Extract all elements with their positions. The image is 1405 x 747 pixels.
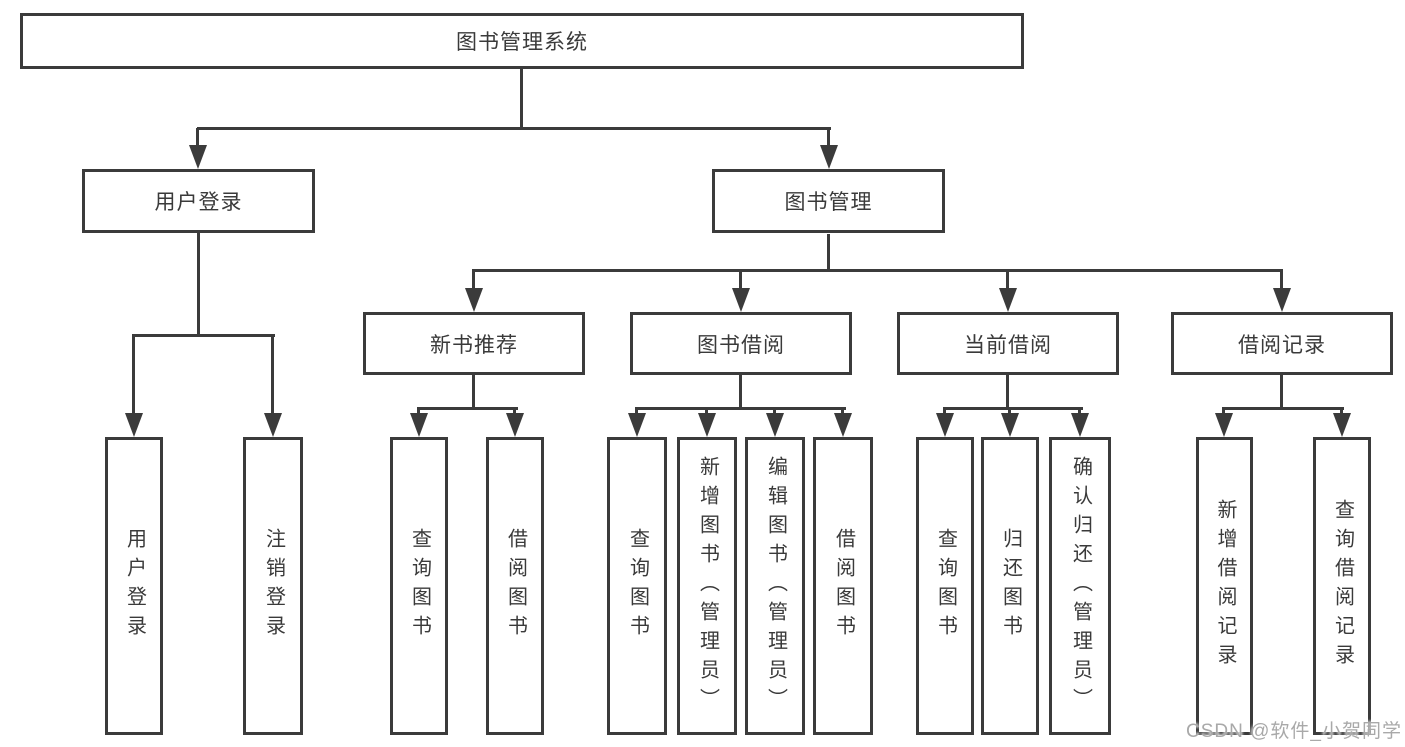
edge-leaf-drop: [841, 408, 844, 416]
edge-user-login-stem: [197, 233, 200, 336]
edge-currentborrow-stem: [1006, 375, 1009, 408]
edge-borrowrecord-stem: [1280, 375, 1283, 408]
leaf-edit-book-admin: 编辑图书（管理员）: [745, 437, 805, 735]
arrow-down-icon: [698, 413, 716, 437]
arrow-down-icon: [1071, 413, 1089, 437]
arrow-down-icon: [264, 413, 282, 437]
leaf-label: 确认归还（管理员）: [1069, 455, 1092, 717]
edge-leaf-drop: [1008, 408, 1011, 416]
edge-bookborrow-drop: [739, 270, 742, 290]
leaf-label: 查询借阅记录: [1331, 499, 1354, 673]
edge-bookborrow-stem: [739, 375, 742, 408]
leaf-label: 查询图书: [408, 528, 431, 644]
edge-leaf-logout-drop: [271, 335, 274, 415]
leaf-add-borrow-record: 新增借阅记录: [1196, 437, 1253, 735]
edge-book-mgmt-drop: [827, 128, 830, 147]
arrow-down-icon: [834, 413, 852, 437]
leaf-add-book-admin: 新增图书（管理员）: [677, 437, 737, 735]
edge-book-mgmt-stem: [827, 234, 830, 271]
node-book-management: 图书管理: [712, 169, 945, 233]
leaf-label: 归还图书: [999, 528, 1022, 644]
watermark: CSDN @软件_小贺同学: [1186, 721, 1402, 742]
edge-newbook-drop: [472, 270, 475, 290]
edge-currentborrow-drop: [1006, 270, 1009, 290]
node-borrow-records: 借阅记录: [1171, 312, 1393, 375]
edge-leaf-drop: [705, 408, 708, 416]
leaf-label: 借阅图书: [504, 528, 527, 644]
edge-newbook-stem: [472, 375, 475, 408]
edge-level2-bar: [197, 127, 831, 130]
leaf-query-books-recommend: 查询图书: [390, 437, 448, 735]
leaf-label: 查询图书: [626, 528, 649, 644]
arrow-down-icon: [628, 413, 646, 437]
leaf-label: 借阅图书: [832, 528, 855, 644]
leaf-label: 编辑图书（管理员）: [764, 455, 787, 717]
edge-currentborrow-group-bar: [943, 407, 1083, 410]
node-current-borrowing: 当前借阅: [897, 312, 1119, 375]
leaf-label: 注销登录: [262, 528, 285, 644]
arrow-down-icon: [465, 288, 483, 312]
edge-user-login-drop: [196, 128, 199, 147]
node-label: 图书借阅: [697, 333, 785, 357]
edge-leaf-drop: [943, 408, 946, 416]
arrow-down-icon: [732, 288, 750, 312]
leaf-logout: 注销登录: [243, 437, 303, 735]
leaf-label: 用户登录: [123, 528, 146, 644]
node-new-book-recommend: 新书推荐: [363, 312, 585, 375]
edge-leaf-drop: [1078, 408, 1081, 416]
arrow-down-icon: [506, 413, 524, 437]
arrow-down-icon: [1215, 413, 1233, 437]
leaf-borrow-books-recommend: 借阅图书: [486, 437, 544, 735]
leaf-label: 新增借阅记录: [1214, 499, 1236, 673]
leaf-user-login: 用户登录: [105, 437, 163, 735]
arrow-down-icon: [820, 145, 838, 169]
node-label: 借阅记录: [1238, 333, 1326, 357]
arrow-down-icon: [1273, 288, 1291, 312]
arrow-down-icon: [189, 145, 207, 169]
edge-root-stem: [520, 69, 523, 128]
arrow-down-icon: [125, 413, 143, 437]
edge-leaf-drop: [635, 408, 638, 416]
edge-bookborrow-group-bar: [635, 407, 846, 410]
node-label: 图书管理: [784, 191, 873, 214]
arrow-down-icon: [410, 413, 428, 437]
node-label: 当前借阅: [964, 333, 1052, 357]
leaf-query-borrow-record: 查询借阅记录: [1313, 437, 1371, 735]
edge-login-group-bar: [132, 334, 275, 337]
node-root: 图书管理系统: [20, 13, 1024, 69]
edge-borrowrecord-group-bar: [1222, 407, 1344, 410]
arrow-down-icon: [1333, 413, 1351, 437]
leaf-confirm-return-admin: 确认归还（管理员）: [1049, 437, 1111, 735]
leaf-return-books: 归还图书: [981, 437, 1039, 735]
node-user-login: 用户登录: [82, 169, 315, 233]
leaf-borrow-books-borrowing: 借阅图书: [813, 437, 873, 735]
arrow-down-icon: [999, 288, 1017, 312]
edge-leaf-userlogin-drop: [132, 335, 135, 415]
node-label: 新书推荐: [430, 333, 518, 357]
edge-leaf-drop: [417, 408, 420, 416]
leaf-query-books-borrowing: 查询图书: [607, 437, 667, 735]
node-label: 图书管理系统: [456, 31, 588, 54]
edge-borrowrecord-drop: [1280, 270, 1283, 290]
arrow-down-icon: [766, 413, 784, 437]
node-book-borrowing: 图书借阅: [630, 312, 852, 375]
edge-newbook-group-bar: [417, 407, 518, 410]
edge-leaf-drop: [1340, 408, 1343, 416]
leaf-query-books-current: 查询图书: [916, 437, 974, 735]
leaf-label: 查询图书: [934, 528, 957, 644]
edge-leaf-drop: [1222, 408, 1225, 416]
node-label: 用户登录: [154, 191, 243, 214]
leaf-label: 新增图书（管理员）: [696, 455, 719, 717]
arrow-down-icon: [936, 413, 954, 437]
edge-leaf-drop: [513, 408, 516, 416]
edge-level3-bar: [472, 269, 1283, 272]
edge-leaf-drop: [773, 408, 776, 416]
arrow-down-icon: [1001, 413, 1019, 437]
